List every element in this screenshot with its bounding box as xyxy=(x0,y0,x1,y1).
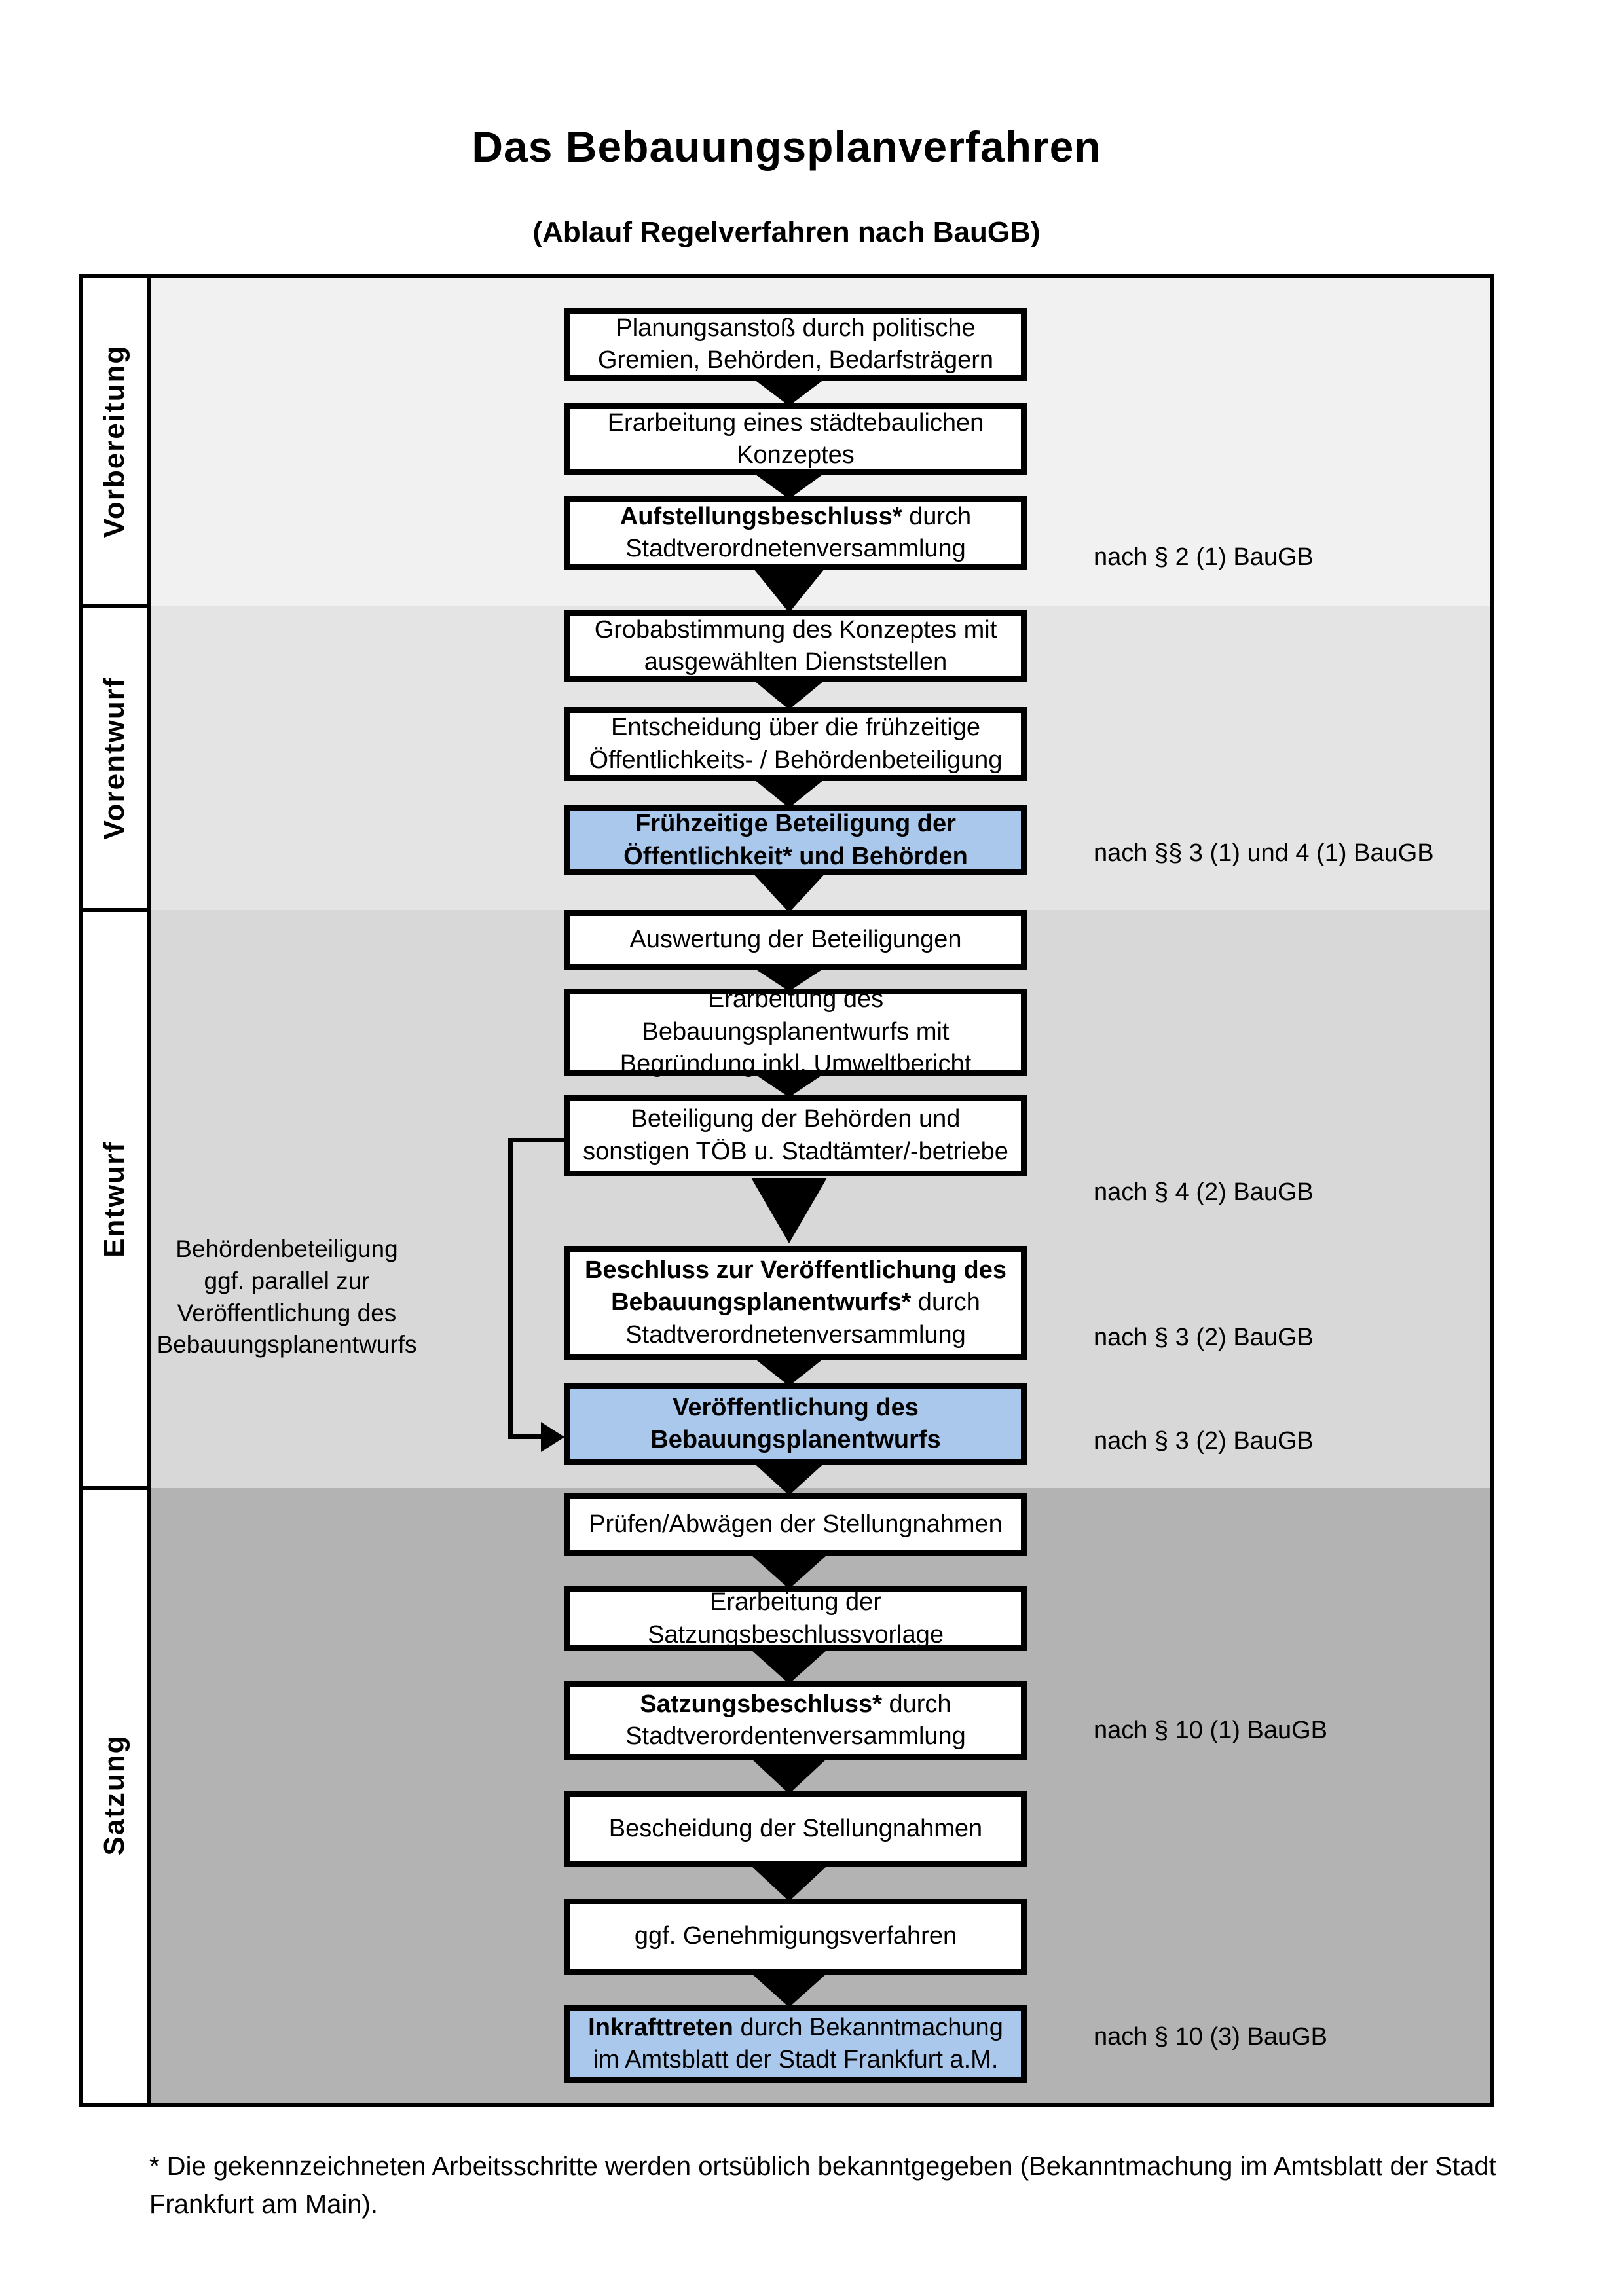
flow-arrow-down xyxy=(751,471,827,499)
flow-step-planungsanstoss: Planungsanstoß durch politische Gremien,… xyxy=(564,308,1027,381)
flow-step-grobabstimmung: Grobabstimmung des Konzeptes mit ausgewä… xyxy=(564,610,1027,682)
flow-step-entscheidung-beteiligung: Entscheidung über die frühzeitige Öffent… xyxy=(564,707,1027,781)
flow-arrow-down xyxy=(751,678,827,710)
flow-arrow-down xyxy=(751,1072,827,1097)
flow-arrow-down xyxy=(751,1461,827,1495)
label-column-divider xyxy=(147,278,151,2103)
phase-label-vorbereitung: Vorbereitung xyxy=(98,344,130,538)
flow-step-beschluss-veroeffentlichung: Beschluss zur Veröffentlichung des Bebau… xyxy=(564,1246,1027,1360)
flow-arrow-down xyxy=(751,377,827,406)
flow-arrow-down xyxy=(751,1356,827,1386)
phase-divider xyxy=(83,908,147,912)
legal-reference: nach §§ 3 (1) und 4 (1) BauGB xyxy=(1094,839,1434,867)
flow-arrow-down xyxy=(751,1866,827,1901)
flow-step-behoerdenbeteiligung: Beteiligung der Behörden und sonstigen T… xyxy=(564,1095,1027,1176)
legal-reference: nach § 4 (2) BauGB xyxy=(1094,1178,1314,1206)
flow-step-bescheidung: Bescheidung der Stellungnahmen xyxy=(564,1791,1027,1867)
parallel-process-note: Behördenbeteiligung ggf. parallel zur Ve… xyxy=(157,1235,417,1358)
flow-arrow-down xyxy=(751,1650,827,1684)
flow-arrow-down xyxy=(751,966,827,991)
parallel-connector-arrowhead-icon xyxy=(541,1422,564,1452)
legal-reference: nach § 3 (2) BauGB xyxy=(1094,1427,1314,1455)
page-title: Das Bebauungsplanverfahren xyxy=(471,122,1101,171)
flow-arrow-down xyxy=(751,1758,827,1794)
phase-divider xyxy=(83,604,147,608)
flow-arrow-down xyxy=(751,777,827,808)
flow-step-fruehzeitige-beteiligung: Frühzeitige Beteiligung der Öffentlichke… xyxy=(564,805,1027,875)
phase-label-satzung: Satzung xyxy=(98,1734,130,1856)
flow-step-pruefen-abwaegen: Prüfen/Abwägen der Stellungnahmen xyxy=(564,1493,1027,1556)
phase-divider xyxy=(83,1486,147,1490)
parallel-connector-foot xyxy=(508,1434,545,1439)
legal-reference: nach § 10 (3) BauGB xyxy=(1094,2023,1327,2050)
flow-arrow-down xyxy=(751,566,827,613)
flow-arrow-down xyxy=(751,1973,827,2007)
page-subtitle: (Ablauf Regelverfahren nach BauGB) xyxy=(532,216,1041,248)
legal-reference: nach § 2 (1) BauGB xyxy=(1094,543,1314,571)
flow-step-erarbeitung-entwurf: Erarbeitung des Bebauungsplanentwurfs mi… xyxy=(564,985,1027,1078)
flow-step-genehmigungsverfahren: ggf. Genehmigungsverfahren xyxy=(564,1899,1027,1975)
flow-step-staedtebauliches-konzept: Erarbeitung eines städtebaulichen Konzep… xyxy=(564,403,1027,475)
flow-step-inkrafttreten: Inkrafttreten durch Bekanntmachung im Am… xyxy=(564,2005,1027,2083)
phase-label-vorentwurf: Vorentwurf xyxy=(98,676,130,840)
parallel-connector-line xyxy=(508,1138,513,1439)
parallel-connector-stub xyxy=(508,1138,564,1142)
legal-reference: nach § 3 (2) BauGB xyxy=(1094,1324,1314,1351)
flow-step-satzungsbeschlussvorlage: Erarbeitung der Satzungsbeschlussvorlage xyxy=(564,1586,1027,1651)
flow-step-aufstellungsbeschluss: Aufstellungsbeschluss* durch Stadtverord… xyxy=(564,496,1027,570)
flow-step-auswertung: Auswertung der Beteiligungen xyxy=(564,910,1027,970)
legal-reference: nach § 10 (1) BauGB xyxy=(1094,1717,1327,1744)
flow-arrow-down xyxy=(751,871,827,913)
flow-step-veroeffentlichung: Veröffentlichung des Bebauungsplanentwur… xyxy=(564,1383,1027,1465)
phase-label-entwurf: Entwurf xyxy=(98,1141,130,1258)
diagram-frame xyxy=(79,274,1494,2107)
flow-arrow-down xyxy=(751,1178,827,1243)
flow-arrow-down xyxy=(751,1555,827,1589)
footnote: * Die gekennzeichneten Arbeitsschritte w… xyxy=(149,2152,1496,2219)
flow-step-satzungsbeschluss: Satzungsbeschluss* durch Stadtverordente… xyxy=(564,1681,1027,1760)
